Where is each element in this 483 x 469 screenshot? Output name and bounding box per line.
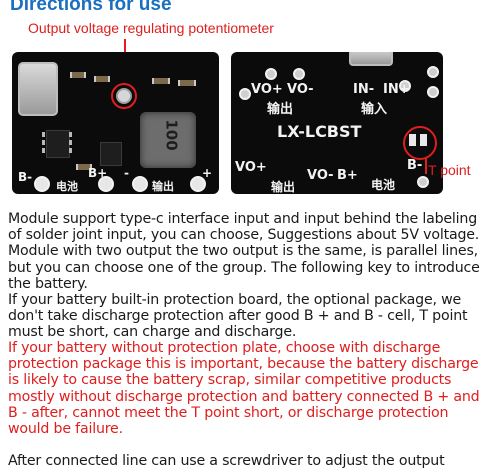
- label-vo-minus-bottom: VO-: [307, 168, 334, 183]
- charger-ic: [46, 130, 70, 158]
- smd-component: [152, 78, 170, 84]
- label-vo-plus-top: VO+: [251, 82, 283, 97]
- label-battery: 电池: [56, 180, 78, 193]
- text-line: If your battery without protection plate…: [8, 340, 441, 356]
- module-bottom-photo: VO+ VO- IN- IN+ 输出 输入 LX-LCBST VO+ 输出 VO…: [231, 52, 443, 194]
- adjustment-paragraph: After connected line can use a screwdriv…: [8, 453, 479, 469]
- page-title: Directions for use: [10, 0, 172, 15]
- text-line: protection package this is important, be…: [8, 356, 479, 373]
- label-b-minus-bottom: B-: [407, 158, 423, 173]
- text-line: If your battery built-in protection boar…: [8, 292, 462, 309]
- solder-pad: [399, 80, 411, 92]
- label-b-plus: B+: [88, 166, 108, 180]
- label-input-cn: 输入: [361, 102, 388, 117]
- label-out-plus: +: [202, 166, 213, 180]
- t-point-leader-line: [425, 158, 427, 174]
- text-line: don't take discharge protection after go…: [8, 308, 468, 325]
- label-battery-cn: 电池: [371, 178, 396, 192]
- label-b-plus-bottom: B+: [337, 168, 358, 183]
- ic-pin: [69, 148, 72, 153]
- text-line: mostly without discharge protection and …: [8, 388, 480, 405]
- ic-pin: [42, 132, 45, 137]
- label-output: 输出: [152, 180, 174, 193]
- label-output-cn-bottom: 输出: [271, 180, 296, 194]
- instructions-paragraph: Module support type-c interface input an…: [8, 211, 480, 341]
- text-line: B - after, cannot meet the T point short…: [8, 404, 449, 421]
- solder-pad: [239, 88, 251, 100]
- text-line: After connected line can use a screwdriv…: [8, 453, 445, 469]
- potentiometer-annotation: Output voltage regulating potentiometer: [28, 20, 274, 36]
- usb-c-port-back: [349, 52, 393, 66]
- potentiometer-highlight: [111, 83, 137, 109]
- solder-pad: [98, 176, 114, 192]
- inductor: 100: [140, 112, 196, 168]
- label-out-minus: -: [124, 166, 129, 180]
- warning-paragraph: If your battery without protection plate…: [8, 340, 480, 438]
- label-output-cn-top: 输出: [267, 102, 294, 117]
- label-b-minus: B-: [18, 170, 33, 184]
- solder-pad: [34, 176, 50, 192]
- text-line: Module support type-c interface input an…: [8, 211, 478, 227]
- label-in-minus: IN-: [353, 82, 375, 97]
- ic-pin: [42, 140, 45, 145]
- text-line: of solder joint input, you can choose, S…: [8, 227, 480, 244]
- text-line: must be short, can charge and discharge.: [8, 324, 297, 341]
- text-line: would be failure.: [8, 421, 123, 438]
- text-line: is likely to cause the battery scrap, si…: [8, 372, 452, 389]
- text-line: but you can choose one of the group. The…: [8, 259, 480, 276]
- solder-pad: [417, 176, 429, 188]
- text-line: Module with two output the two output is…: [8, 243, 478, 260]
- label-in-plus: IN+: [383, 82, 410, 97]
- label-vo-minus-top: VO-: [287, 82, 314, 97]
- solder-pad: [190, 176, 206, 192]
- solder-pad: [293, 68, 305, 80]
- smd-component: [76, 164, 92, 170]
- solder-pad: [427, 66, 439, 78]
- label-vo-plus-bottom: VO+: [235, 160, 267, 175]
- smd-component: [178, 80, 196, 86]
- ic-pin: [69, 132, 72, 137]
- model-label: LX-LCBST: [277, 122, 362, 141]
- smd-component: [94, 76, 110, 82]
- t-point-highlight: [403, 126, 437, 160]
- usb-c-port: [18, 62, 58, 116]
- text-line: the battery.: [8, 275, 88, 292]
- boost-ic: [100, 142, 122, 166]
- solder-pad: [132, 176, 148, 192]
- ic-pin: [69, 140, 72, 145]
- solder-pad: [265, 68, 277, 80]
- solder-pad: [427, 86, 439, 98]
- module-top-photo: 100 B- 电池 B+ - 输出 +: [12, 52, 219, 194]
- ic-pin: [42, 148, 45, 153]
- smd-component: [70, 72, 86, 78]
- t-point-annotation: T point: [428, 162, 471, 178]
